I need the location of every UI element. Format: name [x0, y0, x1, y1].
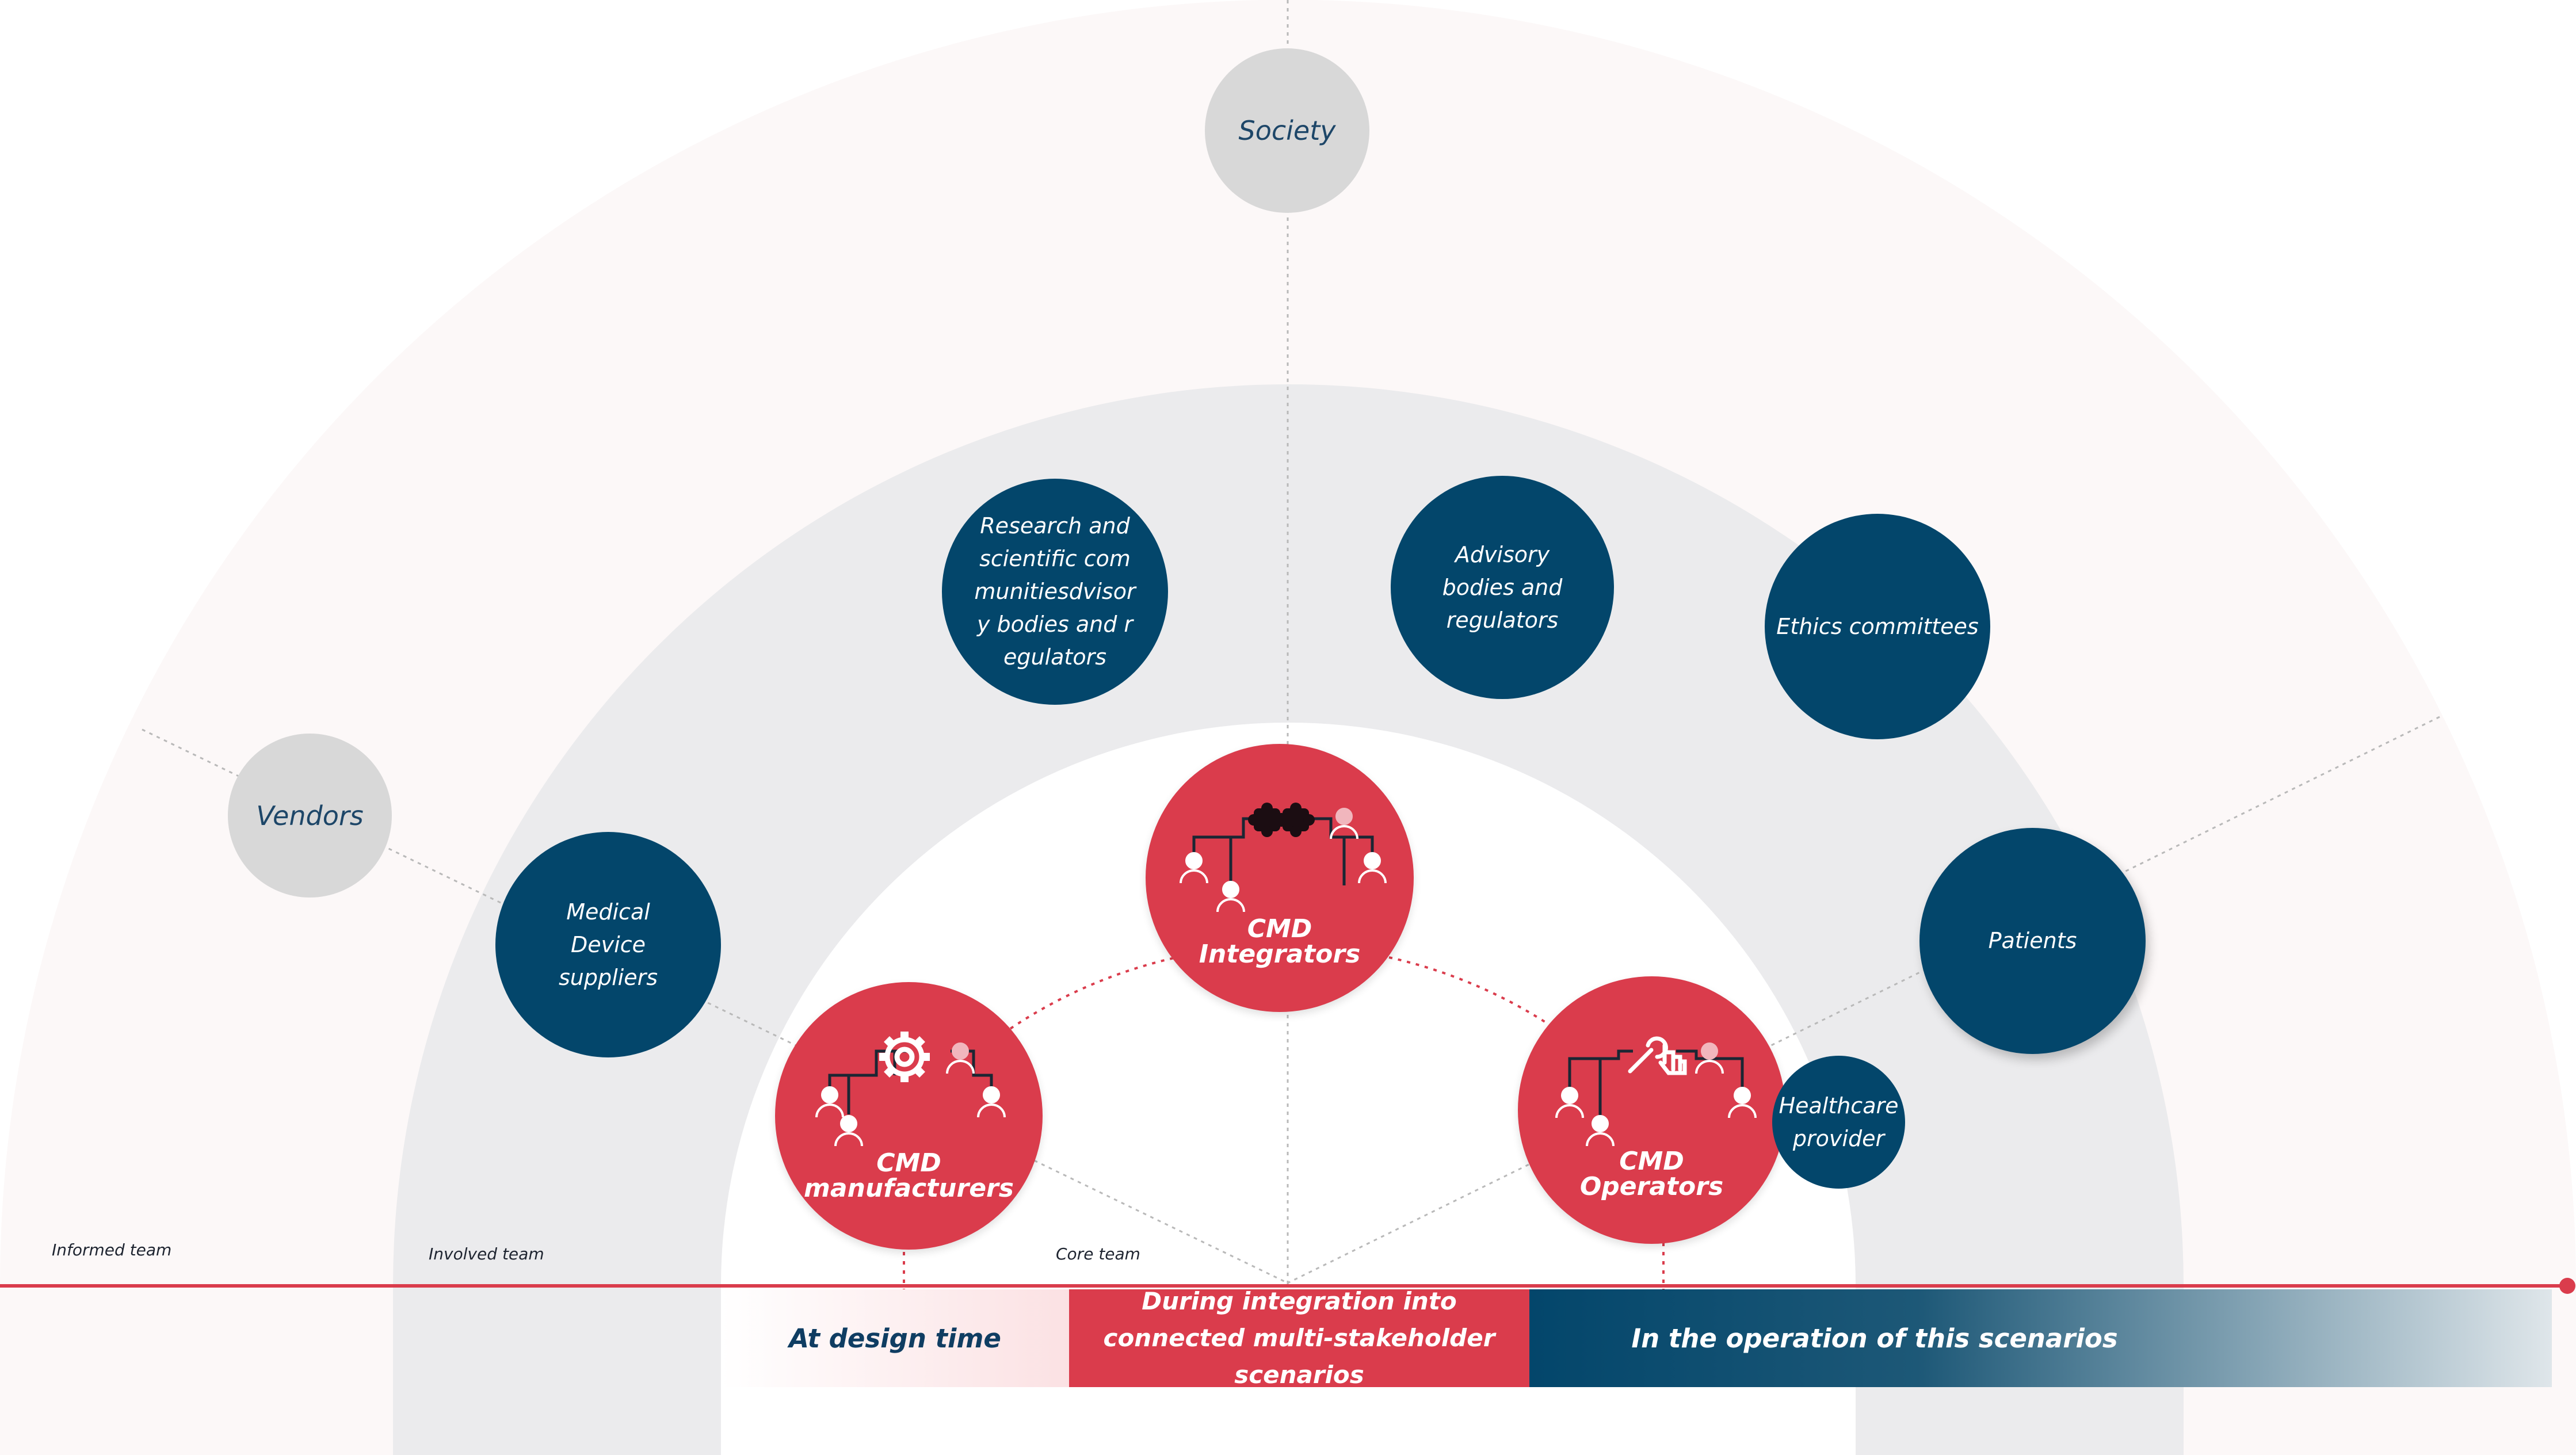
advisory-node: Advisory bodies and regulators: [1391, 476, 1614, 699]
medical-device-node: Medical Device suppliers: [495, 832, 721, 1057]
patients-label: Patients: [1988, 928, 2077, 953]
informed-team-label: Informed team: [52, 1240, 172, 1259]
cmd-operators-node: CMD Operators: [1518, 976, 1785, 1244]
research-label: Research and scientific communitiesdviso…: [974, 513, 1136, 670]
research-node: Research and scientific communitiesdviso…: [942, 479, 1168, 705]
phase-bg-design: [721, 1289, 1069, 1387]
healthcare-node: Healthcare provider: [1772, 1056, 1905, 1189]
phase-design-label: At design time: [789, 1323, 1001, 1354]
advisory-label: Advisory bodies and regulators: [1442, 541, 1563, 633]
vendors-label: Vendors: [256, 800, 364, 831]
wrench-hand-icon: [1555, 1036, 1757, 1147]
core-team-label: Core team: [1056, 1244, 1140, 1263]
healthcare-label: Healthcare provider: [1779, 1093, 1899, 1151]
phase-operation-label: In the operation of this scenarios: [1631, 1323, 2118, 1354]
cmd-manufacturers-line2: manufacturers: [804, 1174, 1014, 1203]
cmd-integrators-line1: CMD: [1247, 914, 1312, 944]
cmd-integrators-line2: Integrators: [1199, 940, 1361, 969]
gear-icon: [815, 1032, 1006, 1147]
patients-node: Patients: [1919, 828, 2146, 1054]
timeline-end-dot: [2559, 1278, 2575, 1294]
phase-design: At design time: [721, 1289, 1069, 1387]
phase-bg-operation: [1529, 1289, 2552, 1387]
phase-bg-integration: [1069, 1289, 1529, 1387]
puzzle-icon: [1180, 803, 1387, 912]
cmd-manufacturers-line1: CMD: [876, 1148, 941, 1178]
society-node: Society: [1205, 48, 1369, 213]
vendors-node: Vendors: [228, 734, 392, 898]
phase-integration-label: During integration into connected multi-…: [1103, 1287, 1495, 1389]
cmd-manufacturers-node: CMD manufacturers: [775, 982, 1043, 1250]
medical-device-label: Medical Device suppliers: [558, 899, 658, 990]
phase-integration: During integration into connected multi-…: [1069, 1287, 1529, 1389]
ethics-node: Ethics committees: [1765, 514, 1990, 739]
ethics-label: Ethics committees: [1776, 613, 1979, 639]
society-label: Society: [1238, 115, 1336, 146]
cmd-operators-line1: CMD: [1619, 1147, 1684, 1176]
timeline: [0, 1278, 2575, 1294]
cmd-integrators-title: CMD Integrators: [1146, 916, 1414, 967]
phase-operation: In the operation of this scenarios: [1529, 1289, 2220, 1387]
cmd-operators-line2: Operators: [1579, 1172, 1724, 1201]
cmd-operators-title: CMD Operators: [1518, 1149, 1785, 1200]
involved-team-label: Involved team: [429, 1244, 544, 1263]
cmd-manufacturers-title: CMD manufacturers: [775, 1151, 1043, 1201]
cmd-integrators-node: CMD Integrators: [1146, 744, 1414, 1012]
